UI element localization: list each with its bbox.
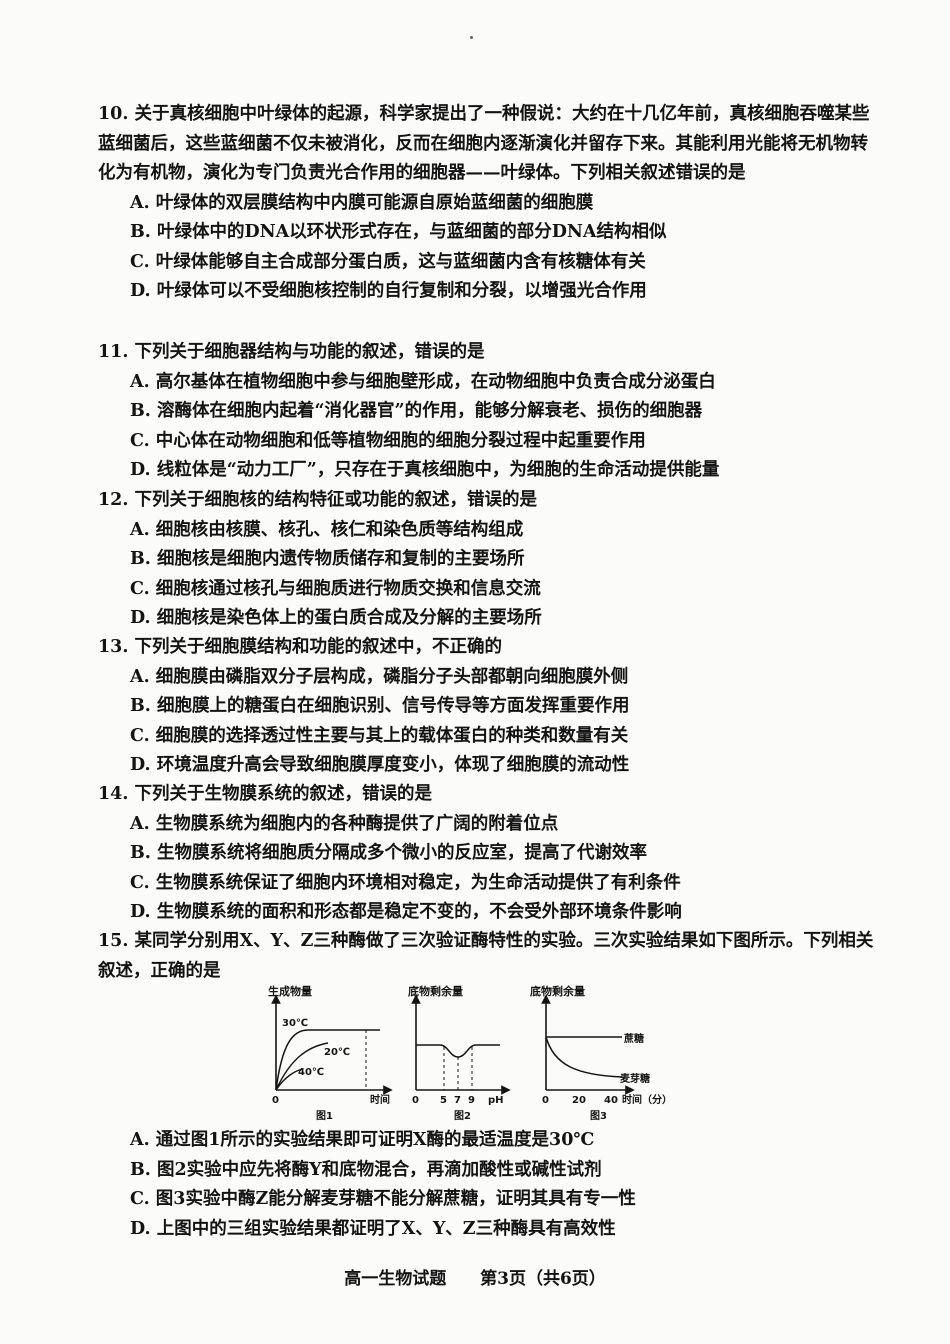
fig1-label-30: 30℃ xyxy=(282,1018,308,1029)
option-a: A. 细胞膜由磷脂双分子层构成，磷脂分子头部都朝向细胞膜外侧 xyxy=(130,666,629,687)
option-c: C. 图3实验中酶Z能分解麦芽糖不能分解蔗糖，证明其具有专一性 xyxy=(130,1189,636,1209)
fig2-tick-7: 7 xyxy=(454,1095,461,1106)
option-b: B. 细胞膜上的糖蛋白在细胞识别、信号传导等方面发挥重要作用 xyxy=(130,696,630,716)
fig3-caption: 图3 xyxy=(590,1110,607,1122)
option-a: A. 细胞核由核膜、核孔、核仁和染色质等结构组成 xyxy=(130,519,524,540)
fig1-label-20: 20℃ xyxy=(324,1047,350,1058)
option-b: B. 叶绿体中的DNA以环状形式存在，与蓝细菌的部分DNA结构相似 xyxy=(130,222,667,242)
fig1-curve-40 xyxy=(275,1068,303,1091)
fig2-caption: 图2 xyxy=(454,1110,471,1122)
page-number: 第3页（共6页） xyxy=(480,1269,606,1289)
figure-1: 生成物量 时间 0 30℃ 20℃ 40℃ 图1 xyxy=(268,985,393,1122)
fig3-origin: 0 xyxy=(542,1095,549,1106)
option-c: C. 中心体在动物细胞和低等植物细胞的细胞分裂过程中起重要作用 xyxy=(130,430,646,451)
exam-title: 高一生物试题 xyxy=(344,1269,447,1289)
question-11: 11. 下列关于细胞器结构与功能的叙述，错误的是 A. 高尔基体在植物细胞中参与… xyxy=(98,338,878,486)
option-c: C. 细胞膜的选择透过性主要与其上的载体蛋白的种类和数量有关 xyxy=(130,725,629,746)
fig2-tick-9: 9 xyxy=(468,1095,475,1106)
question-15-options: A. 通过图1所示的实验结果即可证明X酶的最适温度是30℃ B. 图2实验中应先… xyxy=(98,1126,878,1244)
option-b: B. 细胞核是细胞内遗传物质储存和复制的主要场所 xyxy=(130,549,525,569)
option-a: A. 叶绿体的双层膜结构中内膜可能源自原始蓝细菌的细胞膜 xyxy=(130,192,594,213)
option-b: B. 图2实验中应先将酶Y和底物混合，再滴加酸性或碱性试剂 xyxy=(130,1159,602,1180)
option-b: B. 溶酶体在细胞内起着“消化器官”的作用，能够分解衰老、损伤的细胞器 xyxy=(130,401,703,421)
option-d: D. 环境温度升高会导致细胞膜厚度变小，体现了细胞膜的流动性 xyxy=(130,755,630,775)
question-stem: 11. 下列关于细胞器结构与功能的叙述，错误的是 xyxy=(98,342,485,362)
fig3-xlabel: 时间（分） xyxy=(622,1093,672,1106)
fig1-curve-30 xyxy=(275,1029,380,1091)
question-14: 14. 下列关于生物膜系统的叙述，错误的是 A. 生物膜系统为细胞内的各种酶提供… xyxy=(98,780,878,928)
option-c: C. 生物膜系统保证了细胞内环境相对稳定，为生命活动提供了有利条件 xyxy=(130,872,681,893)
option-a: A. 生物膜系统为细胞内的各种酶提供了广阔的附着位点 xyxy=(130,813,559,834)
fig2-origin: 0 xyxy=(412,1095,419,1106)
fig3-tick-20: 20 xyxy=(572,1095,586,1106)
option-d: D. 生物膜系统的面积和形态都是稳定不变的，不会受外部环境条件影响 xyxy=(130,902,682,922)
option-c: C. 叶绿体能够自主合成部分蛋白质，这与蓝细菌内含有核糖体有关 xyxy=(130,251,646,272)
question-stem: 15. 某同学分别用X、Y、Z三种酶做了三次验证酶特性的实验。三次实验结果如下图… xyxy=(98,931,874,981)
option-d: D. 叶绿体可以不受细胞核控制的自行复制和分裂，以增强光合作用 xyxy=(130,281,647,301)
fig3-label-maltose: 麦芽糖 xyxy=(620,1072,650,1085)
fig3-ylabel: 底物剩余量 xyxy=(530,985,585,998)
fig1-ylabel: 生成物量 xyxy=(268,985,312,998)
fig2-xlabel: pH xyxy=(488,1095,504,1106)
option-d: D. 上图中的三组实验结果都证明了X、Y、Z三种酶具有高效性 xyxy=(130,1218,616,1239)
figure-2: 底物剩余量 pH 0 5 7 9 图2 xyxy=(408,985,511,1122)
option-a: A. 高尔基体在植物细胞中参与细胞壁形成，在动物细胞中负责合成分泌蛋白 xyxy=(130,371,716,392)
question-12: 12. 下列关于细胞核的结构特征或功能的叙述，错误的是 A. 细胞核由核膜、核孔… xyxy=(98,486,878,634)
question-stem: 12. 下列关于细胞核的结构特征或功能的叙述，错误的是 xyxy=(98,490,538,510)
option-b: B. 生物膜系统将细胞质分隔成多个微小的反应室，提高了代谢效率 xyxy=(130,843,647,863)
fig1-curve-20 xyxy=(275,1042,329,1091)
fig2-curve xyxy=(416,1044,500,1058)
option-d: D. 细胞核是染色体上的蛋白质合成及分解的主要场所 xyxy=(130,608,542,628)
fig1-label-40: 40℃ xyxy=(298,1067,324,1078)
fig2-ylabel: 底物剩余量 xyxy=(408,985,463,998)
question-13: 13. 下列关于细胞膜结构和功能的叙述中，不正确的 A. 细胞膜由磷脂双分子层构… xyxy=(98,633,878,781)
fig1-xlabel: 时间 xyxy=(370,1093,390,1106)
fig1-origin: 0 xyxy=(272,1095,279,1106)
option-a: A. 通过图1所示的实验结果即可证明X酶的最适温度是30℃ xyxy=(130,1130,595,1150)
option-d: D. 线粒体是“动力工厂”，只存在于真核细胞中，为细胞的生命活动提供能量 xyxy=(130,460,720,480)
question-stem: 10. 关于真核细胞中叶绿体的起源，科学家提出了一种假说：大约在十几亿年前，真核… xyxy=(98,104,870,183)
fig3-curve-maltose xyxy=(545,1036,623,1078)
fig2-tick-5: 5 xyxy=(440,1095,447,1106)
question-10: 10. 关于真核细胞中叶绿体的起源，科学家提出了一种假说：大约在十几亿年前，真核… xyxy=(98,100,878,307)
scan-speck xyxy=(470,36,473,39)
figure-3: 底物剩余量 0 蔗糖 麦芽糖 20 40 时间（分） 图3 xyxy=(530,985,672,1122)
question-stem: 13. 下列关于细胞膜结构和功能的叙述中，不正确的 xyxy=(98,637,503,657)
fig1-caption: 图1 xyxy=(316,1110,333,1122)
experiment-figures: 生成物量 时间 0 30℃ 20℃ 40℃ 图1 底物剩余量 pH 0 xyxy=(258,985,688,1125)
fig3-tick-40: 40 xyxy=(604,1095,618,1106)
question-15: 15. 某同学分别用X、Y、Z三种酶做了三次验证酶特性的实验。三次实验结果如下图… xyxy=(98,927,878,986)
page-footer: 高一生物试题 第3页（共6页） xyxy=(0,1264,950,1289)
question-stem: 14. 下列关于生物膜系统的叙述，错误的是 xyxy=(98,784,433,804)
option-c: C. 细胞核通过核孔与细胞质进行物质交换和信息交流 xyxy=(130,578,541,599)
fig3-label-sucrose: 蔗糖 xyxy=(623,1032,644,1045)
